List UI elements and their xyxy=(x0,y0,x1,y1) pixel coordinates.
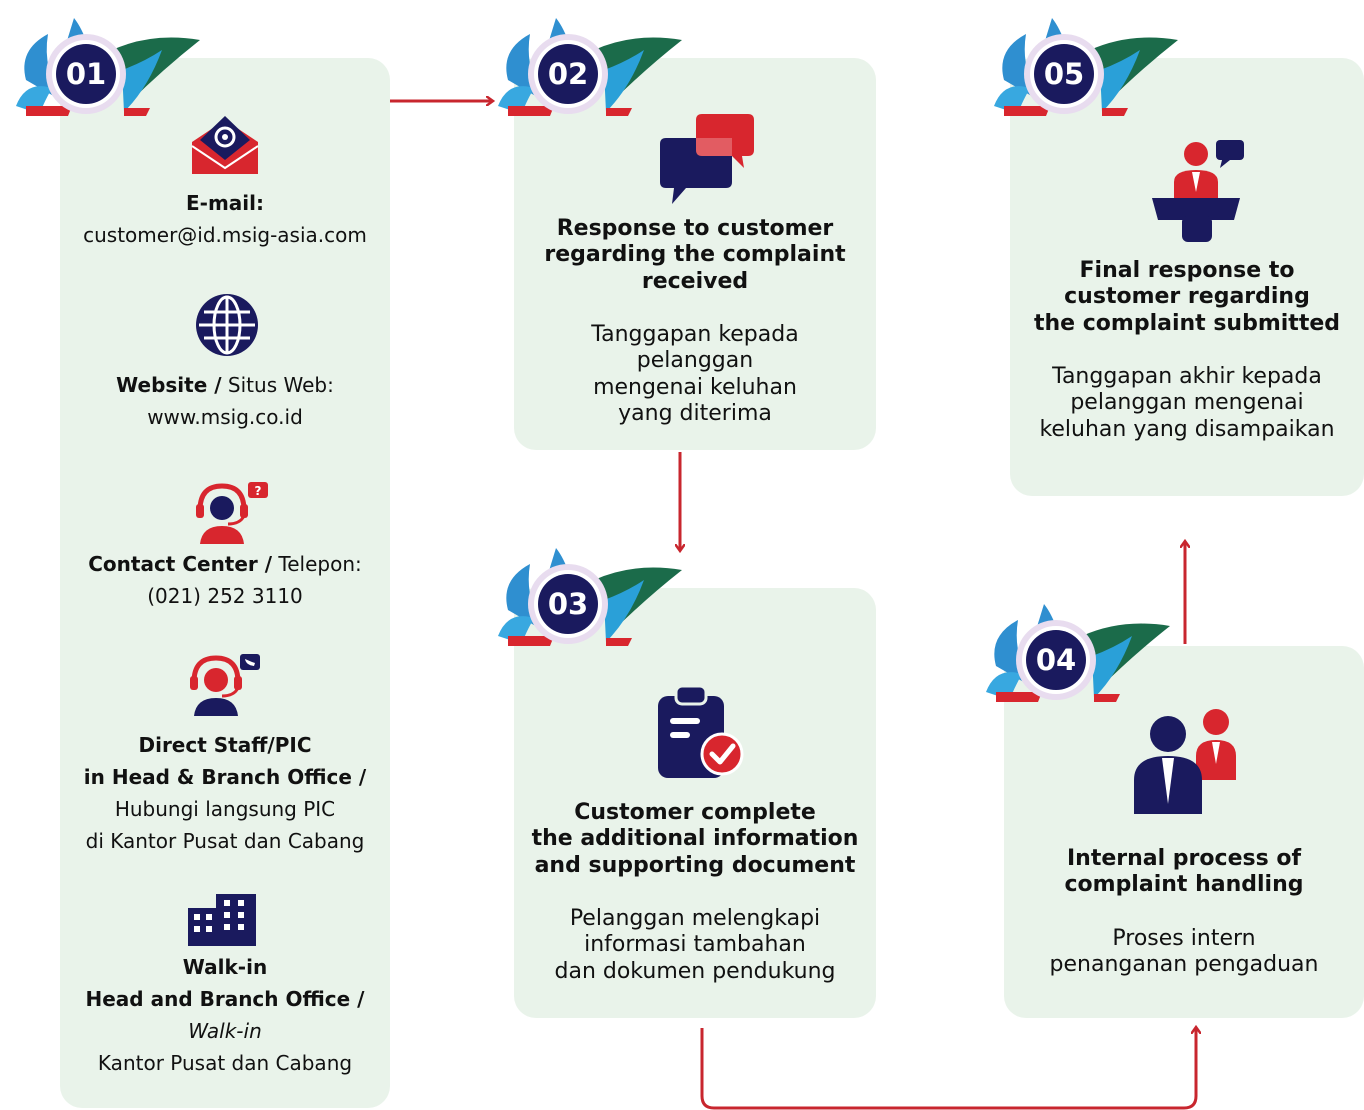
step-05-title: Final response to customer regarding the… xyxy=(1010,258,1364,337)
step-04-desc: Proses intern penanganan pengaduan xyxy=(1004,926,1364,979)
step-02-desc-line: yang diterima xyxy=(618,401,772,427)
website-title-suffix: Situs Web: xyxy=(221,373,334,397)
step-03-title-line: Customer complete xyxy=(574,800,816,825)
step-05-title-line: customer regarding xyxy=(1064,284,1310,310)
headset-icon: ? xyxy=(192,480,270,546)
step-02-desc-line: mengenai keluhan xyxy=(593,374,797,400)
step-05-desc-line: pelanggan mengenai xyxy=(1070,390,1304,416)
step-02-title-line: Response to customer xyxy=(556,216,834,241)
step-number: 05 xyxy=(1034,44,1094,104)
email-address: customer@id.msig-asia.com xyxy=(83,223,367,247)
headset-phone-icon xyxy=(186,652,264,718)
team-icon xyxy=(1130,704,1246,816)
step-02-title-line: regarding the complaint xyxy=(544,242,846,268)
email-icon xyxy=(190,112,260,178)
svg-text:?: ? xyxy=(255,484,262,498)
step-badge-03: 03 xyxy=(494,540,684,660)
direct-staff-title-2: in Head & Branch Office / xyxy=(83,765,367,789)
website-heading: Website / Situs Web: xyxy=(60,374,390,397)
walkin-title-2: Head and Branch Office / xyxy=(85,987,365,1011)
walkin-desc: Kantor Pusat dan Cabang xyxy=(97,1051,353,1075)
step-02-card xyxy=(514,58,876,450)
step-badge-01: 01 xyxy=(12,10,202,130)
step-05-desc-line: Tanggapan akhir kepada xyxy=(1052,364,1322,389)
contact-title: Contact Center / xyxy=(88,552,273,576)
step-02-title: Response to customer regarding the compl… xyxy=(514,216,876,295)
step-05-desc: Tanggapan akhir kepada pelanggan mengena… xyxy=(1010,364,1364,443)
step-02-title-line: received xyxy=(641,268,749,294)
step-04-desc-line: penanganan pengaduan xyxy=(1049,952,1319,978)
step-01-card xyxy=(60,58,390,1108)
step-04-card xyxy=(1004,646,1364,1018)
step-05-desc-line: keluhan yang disampaikan xyxy=(1039,416,1335,442)
step-number: 03 xyxy=(538,574,598,634)
step-badge-04: 04 xyxy=(982,596,1172,716)
direct-staff-desc-1: Hubungi langsung PIC xyxy=(114,797,336,821)
step-number: 01 xyxy=(56,44,116,104)
step-04-title-line: Internal process of xyxy=(1066,846,1302,871)
email-title: E-mail: xyxy=(185,191,264,215)
chat-bubbles-icon xyxy=(656,112,756,208)
contact-title-suffix: Telepon: xyxy=(272,552,362,576)
step-04-desc-line: Proses intern xyxy=(1112,926,1256,951)
step-02-desc: Tanggapan kepada pelanggan mengenai kelu… xyxy=(514,322,876,428)
step-03-desc-line: Pelanggan melengkapi xyxy=(569,906,821,931)
direct-staff-title-1: Direct Staff/PIC xyxy=(138,733,312,757)
step-04-title-line: complaint handling xyxy=(1064,872,1304,898)
arrow-03-to-04 xyxy=(700,1028,1196,1110)
contact-heading: Contact Center / Telepon: xyxy=(60,553,390,576)
step-badge-02: 02 xyxy=(494,10,684,130)
step-02-desc-line: Tanggapan kepada xyxy=(591,322,799,347)
speaker-podium-icon xyxy=(1148,138,1248,248)
clipboard-check-icon xyxy=(654,682,746,780)
step-badge-05: 05 xyxy=(990,10,1180,130)
step-03-desc-line: dan dokumen pendukung xyxy=(554,958,836,984)
step-03-desc: Pelanggan melengkapi informasi tambahan … xyxy=(514,906,876,985)
building-icon xyxy=(186,892,258,948)
walkin-italic: Walk-in xyxy=(188,1019,262,1043)
step-03-title-line: and supporting document xyxy=(534,852,856,878)
step-05-title-line: Final response to xyxy=(1079,258,1295,283)
step-03-card xyxy=(514,588,876,1018)
step-03-title-line: the additional information xyxy=(531,826,859,852)
step-05-title-line: the complaint submitted xyxy=(1033,310,1341,336)
step-03-desc-line: informasi tambahan xyxy=(584,932,806,958)
step-number: 04 xyxy=(1026,630,1086,690)
website-title: Website / xyxy=(116,373,222,397)
globe-icon xyxy=(194,292,260,358)
walkin-title-1: Walk-in xyxy=(182,955,268,979)
direct-staff-desc-2: di Kantor Pusat dan Cabang xyxy=(85,829,365,853)
step-05-card xyxy=(1010,58,1364,496)
step-02-desc-line: pelanggan xyxy=(636,348,754,374)
website-url: www.msig.co.id xyxy=(147,405,303,429)
contact-phone: (021) 252 3110 xyxy=(147,584,303,608)
step-04-title: Internal process of complaint handling xyxy=(1004,846,1364,899)
step-number: 02 xyxy=(538,44,598,104)
step-03-title: Customer complete the additional informa… xyxy=(514,800,876,879)
